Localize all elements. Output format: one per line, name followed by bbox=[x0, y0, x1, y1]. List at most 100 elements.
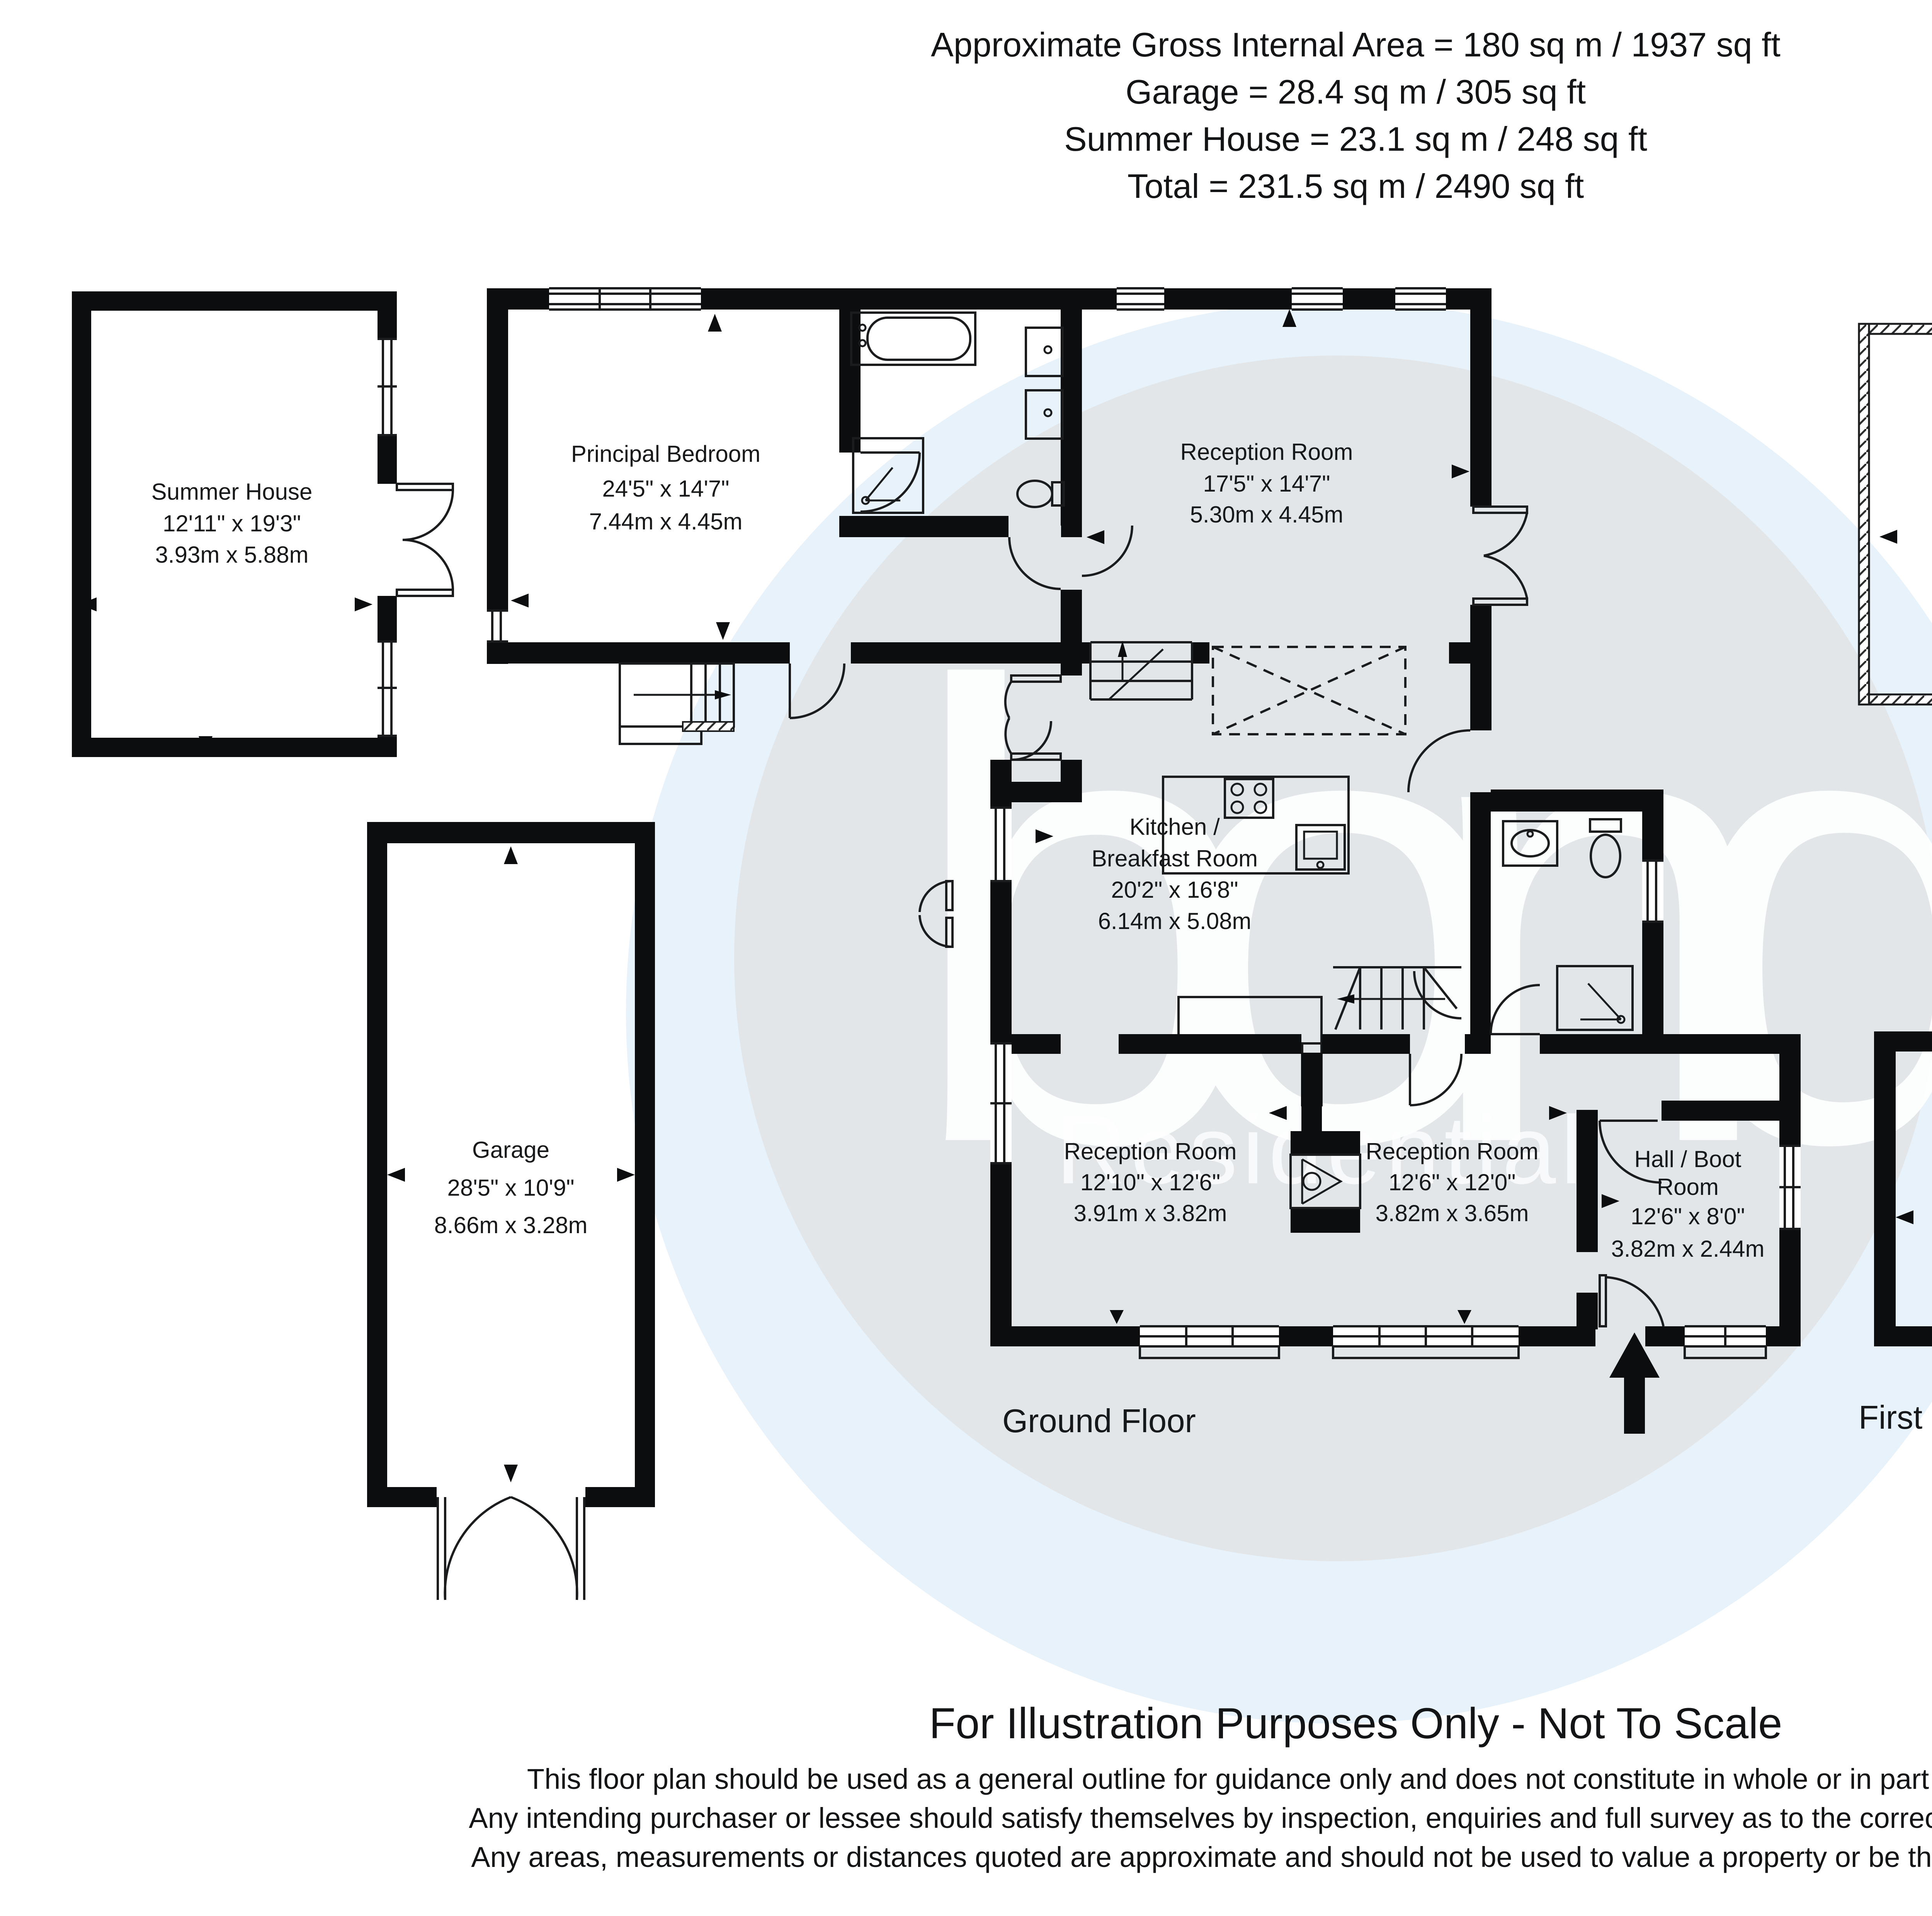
room-label: Reception Room bbox=[1064, 1138, 1237, 1164]
window bbox=[1642, 859, 1663, 923]
room-dim: 3.82m x 3.65m bbox=[1376, 1200, 1529, 1226]
dim-tick bbox=[504, 1465, 518, 1482]
shower-icon bbox=[1556, 965, 1634, 1031]
window bbox=[378, 640, 397, 737]
room-label: Room bbox=[1657, 1174, 1719, 1200]
dim-tick bbox=[504, 846, 518, 864]
shower-icon bbox=[852, 437, 924, 514]
dim-tick bbox=[708, 314, 722, 332]
dim-tick bbox=[1269, 1106, 1287, 1120]
dim-tick bbox=[1879, 530, 1897, 544]
steps-icon bbox=[1089, 641, 1193, 701]
ground-floor-label: Ground Floor bbox=[1002, 1403, 1196, 1440]
hob-icon bbox=[1224, 778, 1274, 819]
window bbox=[990, 1042, 1012, 1164]
door-arc bbox=[1407, 729, 1471, 793]
door-arc bbox=[1490, 984, 1540, 1035]
window bbox=[1139, 1325, 1280, 1359]
dim-tick bbox=[79, 597, 97, 611]
room-label: Breakfast Room bbox=[1092, 846, 1258, 871]
dim-tick bbox=[617, 1168, 635, 1182]
room-dim: 3.82m x 2.44m bbox=[1611, 1236, 1765, 1262]
area-line: Garage = 28.4 sq m / 305 sq ft bbox=[1125, 73, 1586, 111]
door-arc bbox=[1409, 1053, 1463, 1106]
room-dim: 12'6" x 12'0" bbox=[1388, 1169, 1515, 1195]
dim-tick bbox=[199, 293, 213, 311]
dim-tick bbox=[1549, 1106, 1567, 1120]
entry-arrow bbox=[1609, 1332, 1660, 1434]
fireplace-icon bbox=[1289, 1154, 1361, 1209]
room-garage: Garage 28'5" x 10'9" 8.66m x 3.28m bbox=[367, 822, 655, 1600]
window bbox=[487, 609, 508, 643]
sink-icon bbox=[1295, 824, 1346, 871]
dim-tick bbox=[511, 594, 529, 607]
room-dim: 12'10" x 12'6" bbox=[1080, 1169, 1220, 1195]
disclaimer-line: Any areas, measurements or distances quo… bbox=[471, 1841, 1932, 1873]
area-line: Summer House = 23.1 sq m / 248 sq ft bbox=[1064, 120, 1647, 158]
room-label: Principal Bedroom bbox=[571, 441, 760, 467]
rooms-lower-block: Reception Room 12'10" x 12'6" 3.91m x 3.… bbox=[990, 1034, 1801, 1434]
room-dim: 8.66m x 3.28m bbox=[434, 1212, 588, 1238]
window bbox=[1332, 1325, 1520, 1359]
toilet-icon bbox=[1589, 818, 1622, 878]
room-dim: 17'5" x 14'7" bbox=[1203, 471, 1330, 497]
room-label: Garage bbox=[472, 1137, 549, 1163]
stairs-icon bbox=[1333, 966, 1462, 1030]
garage-doors bbox=[437, 1496, 585, 1600]
room-dim: 7.44m x 4.45m bbox=[589, 509, 743, 534]
room-label: Summer House bbox=[151, 479, 313, 505]
door-arc bbox=[860, 451, 921, 513]
sink-icon bbox=[1502, 820, 1558, 867]
bathtub-icon bbox=[850, 311, 976, 366]
door-arc bbox=[1008, 537, 1061, 590]
room-kitchen: Kitchen / Breakfast Room 20'2" x 16'8" 6… bbox=[918, 646, 1492, 1346]
room-dim: 5.30m x 4.45m bbox=[1190, 502, 1344, 527]
dim-tick bbox=[1087, 530, 1104, 544]
area-line: Total = 231.5 sq m / 2490 sq ft bbox=[1127, 167, 1584, 205]
area-summary: Approximate Gross Internal Area = 180 sq… bbox=[0, 21, 1932, 210]
double-door bbox=[1004, 674, 1062, 761]
first-floor-plan: Bedroom 12'6" x 12'1" 3.82m x 3.69m Bedr… bbox=[1874, 1031, 1932, 1346]
double-door bbox=[1472, 505, 1528, 606]
room-dim: 6.14m x 5.08m bbox=[1098, 908, 1252, 934]
window bbox=[549, 287, 701, 311]
dim-tick bbox=[1282, 309, 1296, 327]
sink-icon bbox=[1025, 327, 1064, 440]
room-label: Reception Room bbox=[1366, 1138, 1539, 1164]
dim-tick bbox=[1896, 1210, 1913, 1224]
disclaimer-line: This floor plan should be used as a gene… bbox=[527, 1763, 1932, 1795]
dim-tick bbox=[1110, 1310, 1124, 1324]
room-dim: 12'11" x 19'3" bbox=[163, 510, 301, 536]
disclaimer: For Illustration Purposes Only - Not To … bbox=[0, 1698, 1932, 1877]
room-dim: 24'5" x 14'7" bbox=[602, 476, 729, 502]
room-dim: 20'2" x 16'8" bbox=[1111, 877, 1238, 903]
door-arc bbox=[1599, 1120, 1662, 1184]
window bbox=[1779, 1145, 1801, 1230]
room-dim: 28'5" x 10'9" bbox=[447, 1175, 574, 1201]
stairs-icon bbox=[619, 662, 735, 745]
room-roof-terrace: Roof Terrace 26'5" x 16'4" 8.06m x 4.97m bbox=[1858, 323, 1932, 706]
room-label: Reception Room bbox=[1180, 439, 1353, 465]
window bbox=[1684, 1325, 1767, 1359]
double-door bbox=[918, 880, 954, 948]
room-wc bbox=[1470, 790, 1801, 1054]
dim-tick bbox=[387, 1168, 405, 1182]
roof-light bbox=[1212, 646, 1406, 735]
kitchen-counter bbox=[1162, 776, 1350, 875]
window bbox=[990, 807, 1012, 882]
room-reception-top: Reception Room 17'5" x 14'7" 5.30m x 4.4… bbox=[1082, 287, 1528, 701]
room-dim: 3.93m x 5.88m bbox=[155, 542, 309, 568]
room-summer-house: Summer House 12'11" x 19'3" 3.93m x 5.88… bbox=[72, 291, 454, 757]
double-door bbox=[396, 483, 454, 597]
dim-tick bbox=[1786, 1310, 1800, 1324]
dim-tick bbox=[1036, 829, 1053, 843]
first-floor-label: First Floor bbox=[1859, 1399, 1932, 1436]
room-dim: 3.91m x 3.82m bbox=[1074, 1200, 1227, 1226]
window bbox=[1117, 287, 1446, 311]
room-dim: 12'6" x 8'0" bbox=[1631, 1203, 1745, 1229]
room-principal-bedroom: Principal Bedroom 24'5" x 14'7" 7.44m x … bbox=[487, 287, 1133, 802]
dim-tick bbox=[1452, 465, 1469, 478]
disclaimer-title: For Illustration Purposes Only - Not To … bbox=[929, 1699, 1782, 1748]
